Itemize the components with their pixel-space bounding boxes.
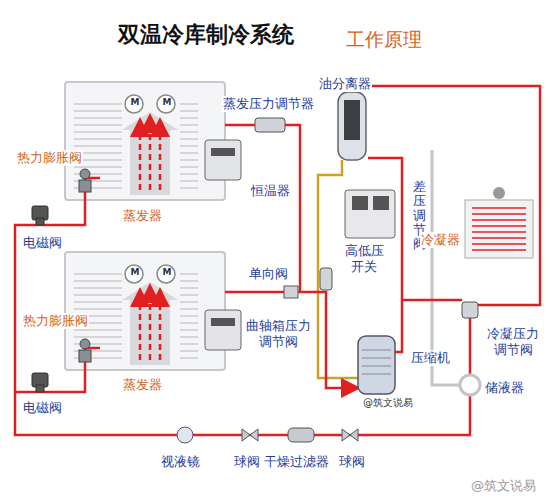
component-label: 高低压开关	[342, 243, 386, 274]
component-label: 恒温器	[250, 183, 291, 199]
component-label: 曲轴箱压力调节阀	[242, 318, 314, 349]
component-label: 热力膨胀阀	[22, 313, 89, 329]
component-label: 球阀	[233, 454, 261, 470]
motor-mark: M	[125, 97, 145, 108]
component-label: 电磁阀	[22, 235, 63, 251]
component-label: @筑文说易	[362, 397, 414, 409]
motor-mark: M	[157, 267, 177, 278]
motor-mark: M	[157, 97, 177, 108]
component-label: 压缩机	[410, 350, 451, 366]
component-label: 工作原理	[345, 28, 423, 51]
component-label: 球阀	[338, 454, 366, 470]
component-label: 冷凝器	[420, 232, 461, 248]
component-label: 冷凝压力调节阀	[484, 326, 542, 357]
component-label: 热力膨胀阀	[16, 150, 83, 166]
component-label: 储液器	[484, 380, 525, 396]
component-label: 油分离器	[318, 76, 372, 92]
component-label: 蒸发器	[122, 208, 163, 224]
component-label: 蒸发器	[122, 377, 163, 393]
component-label: 单向阀	[248, 266, 289, 282]
component-label: 干燥过滤器	[263, 454, 330, 470]
component-label: @筑文说易	[470, 478, 537, 494]
diagram-title: 双温冷库制冷系统	[118, 20, 294, 50]
component-label: 电磁阀	[22, 400, 63, 416]
component-label: 视液镜	[160, 454, 201, 470]
component-label: 蒸发压力调节器	[222, 96, 315, 112]
motor-mark: M	[125, 267, 145, 278]
